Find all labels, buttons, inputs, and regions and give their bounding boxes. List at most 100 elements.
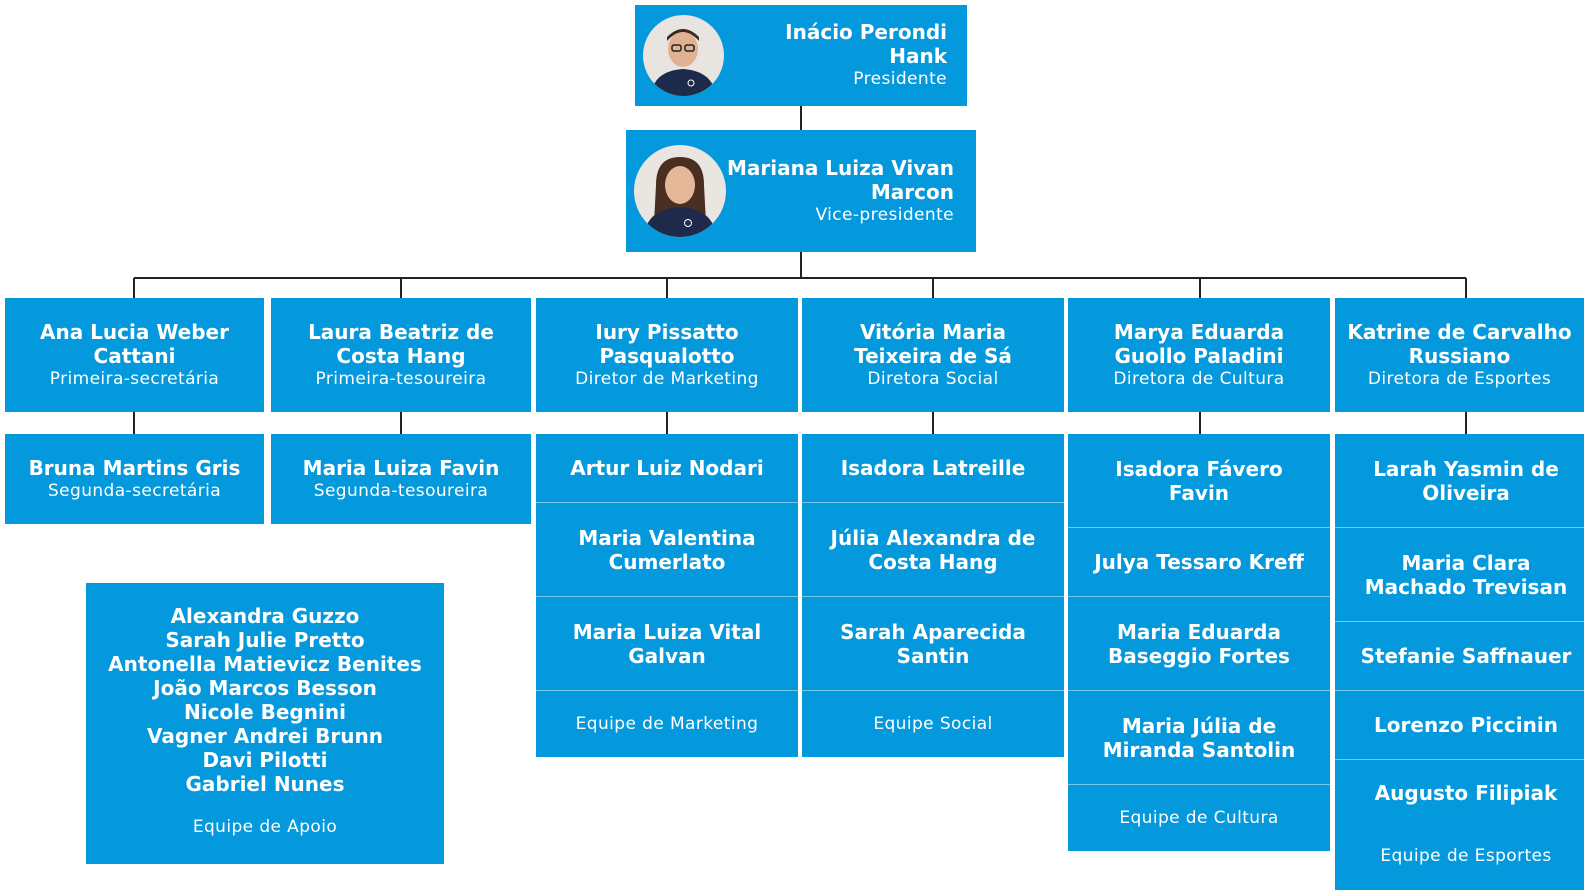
- member-name: Gabriel Nunes: [185, 772, 345, 796]
- member-name-line1: Júlia Alexandra de: [830, 525, 1036, 550]
- lead-name-line2: Teixeira de Sá: [854, 343, 1012, 368]
- lead-role: Diretor de Marketing: [575, 368, 759, 389]
- member-cell: Sarah Aparecida Santin: [802, 597, 1064, 690]
- lead-name-line2: Russiano: [1408, 343, 1511, 368]
- member-name: Vagner Andrei Brunn: [147, 724, 383, 748]
- lead-name-line1: Laura Beatriz de: [308, 319, 494, 344]
- member-cell: Maria Clara Machado Trevisan: [1335, 528, 1584, 621]
- team-label: Equipe de Esportes: [1380, 845, 1552, 866]
- divider: [1068, 690, 1330, 691]
- cultura-team-column: Isadora Fávero Favin Julya Tessaro Kreff…: [1068, 434, 1330, 851]
- lead-card-secretaria: Ana Lucia Weber Cattani Primeira-secretá…: [5, 298, 264, 412]
- member-name: Artur Luiz Nodari: [570, 456, 764, 480]
- president-name: Inácio Perondi Hank: [785, 20, 947, 68]
- member-cell: Isadora Latreille: [802, 434, 1064, 502]
- member-name: Augusto Filipiak: [1374, 781, 1558, 805]
- president-avatar: [643, 15, 724, 96]
- team-label: Equipe de Cultura: [1119, 807, 1279, 828]
- member-name-line2: Santin: [896, 643, 970, 668]
- divider: [1068, 527, 1330, 528]
- vice-president-role: Vice-presidente: [815, 204, 954, 225]
- vice-president-name-line2: Marcon: [870, 179, 954, 204]
- president-role: Presidente: [853, 69, 947, 89]
- divider: [802, 690, 1064, 691]
- divider: [536, 690, 798, 691]
- lead-name-line1: Ana Lucia Weber: [40, 319, 229, 344]
- member-name-line2: Baseggio Fortes: [1108, 643, 1290, 668]
- second-card-secretaria: Bruna Martins Gris Segunda-secretária: [5, 434, 264, 524]
- team-label-cell: Equipe de Cultura: [1068, 785, 1330, 851]
- lead-name-line2: Cattani: [93, 343, 176, 368]
- lead-role: Diretora Social: [867, 368, 999, 389]
- vice-president-card: Mariana Luiza Vivan Marcon Vice-presiden…: [626, 130, 976, 252]
- member-cell: Maria Eduarda Baseggio Fortes: [1068, 597, 1330, 690]
- team-label: Equipe de Apoio: [192, 817, 338, 837]
- member-name-line1: Maria Valentina: [578, 525, 756, 550]
- member-cell: Isadora Fávero Favin: [1068, 434, 1330, 527]
- member-name: Sarah Julie Pretto: [165, 628, 365, 652]
- member-cell: Augusto Filipiak: [1335, 760, 1584, 826]
- team-label-cell: Equipe Social: [802, 691, 1064, 757]
- second-role: Segunda-secretária: [47, 480, 222, 501]
- member-name: Nicole Begnini: [184, 700, 346, 724]
- divider: [1335, 621, 1584, 622]
- member-name-line2: Machado Trevisan: [1364, 574, 1568, 599]
- divider: [536, 502, 798, 503]
- team-label: Equipe de Marketing: [575, 713, 759, 734]
- divider: [1068, 596, 1330, 597]
- member-name-line2: Favin: [1168, 480, 1230, 505]
- lead-role: Primeira-tesoureira: [315, 368, 487, 389]
- lead-card-esportes: Katrine de Carvalho Russiano Diretora de…: [1335, 298, 1584, 412]
- divider: [1335, 690, 1584, 691]
- member-cell: Maria Luiza Vital Galvan: [536, 597, 798, 690]
- lead-name-line2: Costa Hang: [336, 343, 466, 368]
- member-name: João Marcos Besson: [153, 676, 377, 700]
- member-cell: Julya Tessaro Kreff: [1068, 528, 1330, 596]
- lead-name-line1: Katrine de Carvalho: [1347, 319, 1572, 344]
- member-cell: Maria Valentina Cumerlato: [536, 503, 798, 596]
- esportes-team-column: Larah Yasmin de Oliveira Maria Clara Mac…: [1335, 434, 1584, 890]
- divider: [1335, 759, 1584, 760]
- lead-name-line1: Marya Eduarda: [1113, 319, 1285, 344]
- team-label-cell: Equipe de Esportes: [1335, 826, 1584, 886]
- divider: [1335, 527, 1584, 528]
- president-card: Inácio Perondi Hank Presidente: [635, 5, 967, 106]
- member-name-line1: Maria Júlia de: [1121, 713, 1277, 738]
- lead-name-line2: Guollo Paladini: [1114, 343, 1284, 368]
- member-name-line2: Miranda Santolin: [1102, 737, 1296, 762]
- member-name: Stefanie Saffnauer: [1360, 644, 1572, 668]
- vice-president-name-line1: Mariana Luiza Vivan: [726, 155, 954, 180]
- marketing-team-column: Artur Luiz Nodari Maria Valentina Cumerl…: [536, 434, 798, 757]
- member-name-line1: Sarah Aparecida: [840, 619, 1026, 644]
- member-name: Davi Pilotti: [202, 748, 328, 772]
- member-name: Isadora Latreille: [840, 456, 1026, 480]
- divider: [536, 596, 798, 597]
- member-name: Alexandra Guzzo: [170, 604, 360, 628]
- apoio-team-card: Alexandra Guzzo Sarah Julie Pretto Anton…: [86, 583, 444, 864]
- member-cell: Artur Luiz Nodari: [536, 434, 798, 502]
- second-name: Bruna Martins Gris: [28, 455, 241, 480]
- lead-role: Primeira-secretária: [49, 368, 220, 389]
- second-name: Maria Luiza Favin: [302, 455, 500, 480]
- member-name-line1: Maria Eduarda: [1117, 619, 1281, 644]
- team-label: Equipe Social: [873, 713, 993, 734]
- member-name-line1: Maria Clara: [1401, 550, 1531, 575]
- member-name-line2: Galvan: [628, 643, 706, 668]
- lead-card-cultura: Marya Eduarda Guollo Paladini Diretora d…: [1068, 298, 1330, 412]
- lead-name-line1: Iury Pissatto: [595, 319, 739, 344]
- lead-role: Diretora de Cultura: [1113, 368, 1285, 389]
- member-name-line2: Cumerlato: [608, 549, 726, 574]
- lead-card-tesouraria: Laura Beatriz de Costa Hang Primeira-tes…: [271, 298, 531, 412]
- member-name-line2: Costa Hang: [868, 549, 998, 574]
- member-name-line1: Maria Luiza Vital: [572, 619, 762, 644]
- lead-card-marketing: Iury Pissatto Pasqualotto Diretor de Mar…: [536, 298, 798, 412]
- member-name-line2: Oliveira: [1422, 480, 1510, 505]
- divider: [802, 502, 1064, 503]
- lead-name-line2: Pasqualotto: [599, 343, 735, 368]
- divider: [802, 596, 1064, 597]
- member-name: Julya Tessaro Kreff: [1094, 550, 1304, 574]
- social-team-column: Isadora Latreille Júlia Alexandra de Cos…: [802, 434, 1064, 757]
- member-name-line1: Larah Yasmin de: [1373, 456, 1559, 481]
- second-role: Segunda-tesoureira: [313, 480, 489, 501]
